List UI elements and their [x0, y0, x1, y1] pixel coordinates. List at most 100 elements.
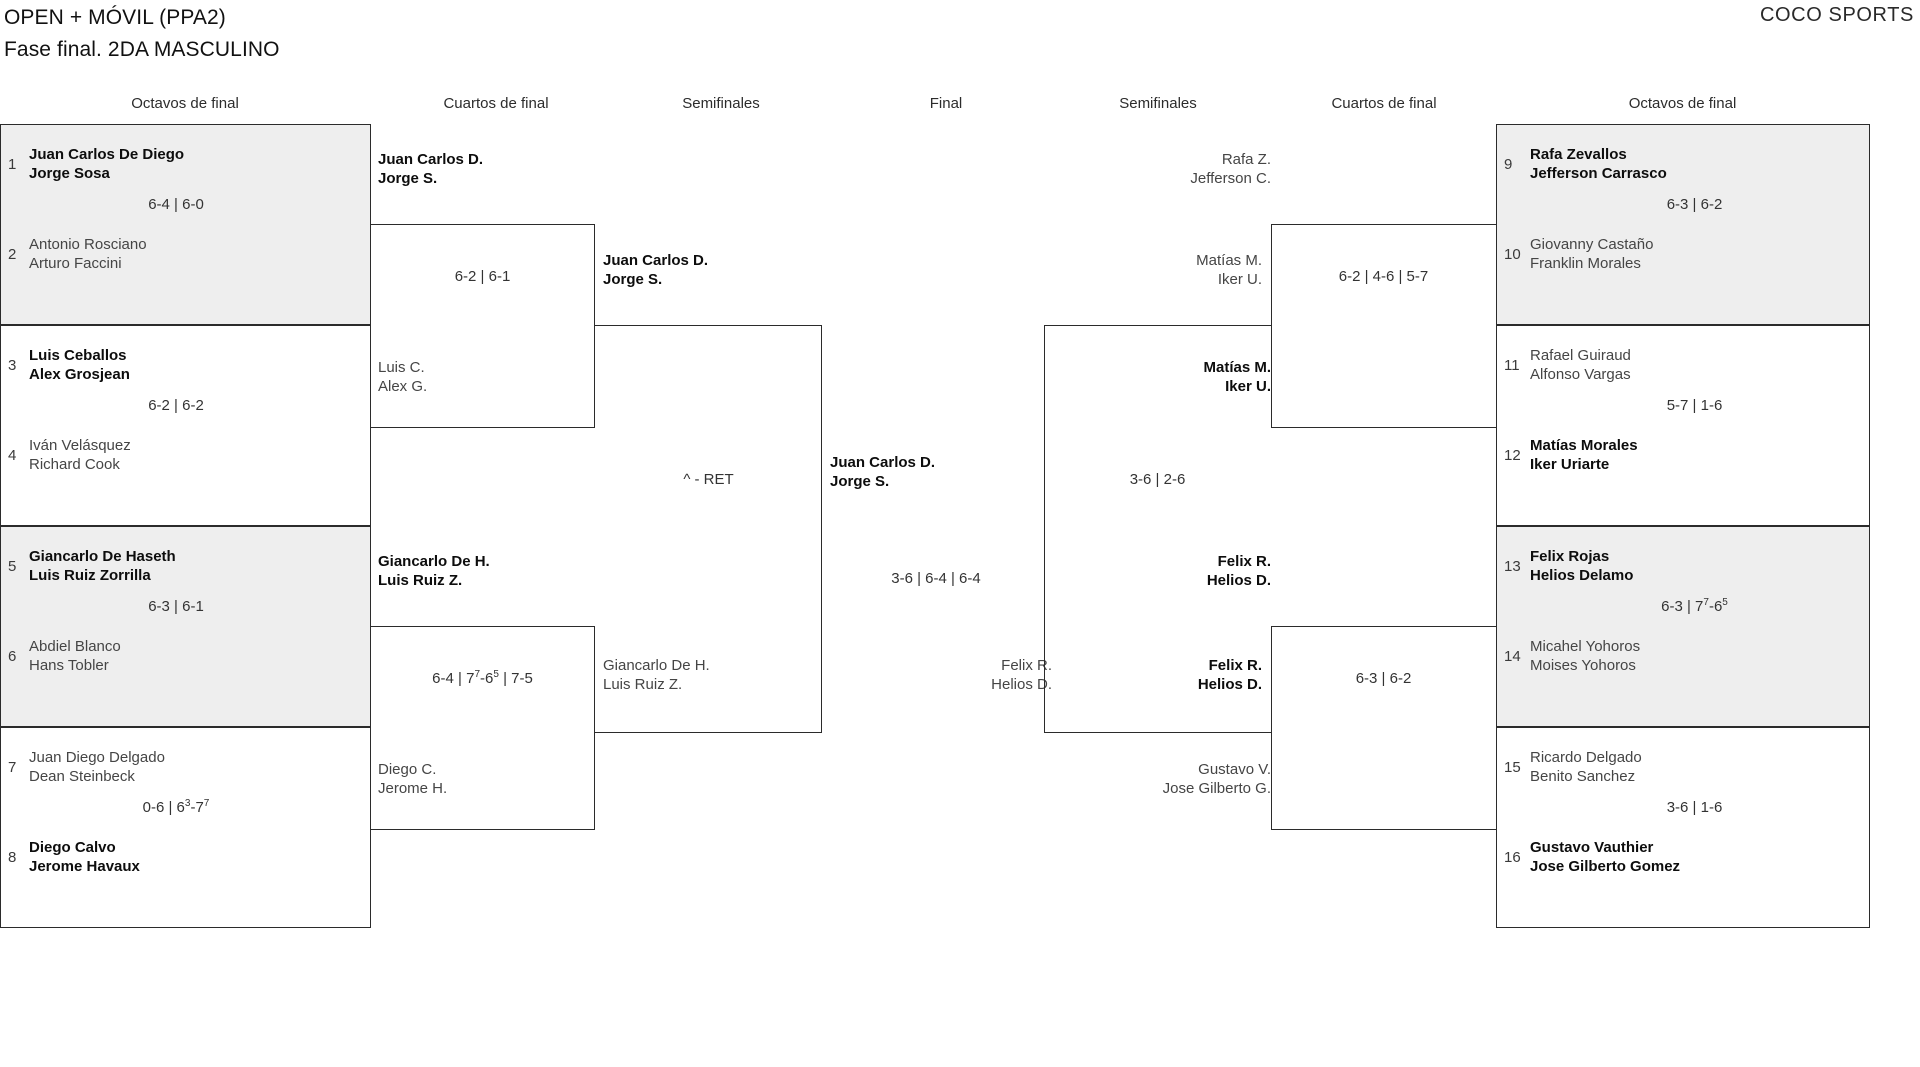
seed-number: 10	[1504, 246, 1521, 263]
team-name-loser-right-qf-1-top: Rafa Z. Jefferson C.	[1051, 150, 1271, 188]
team-name-winner-left-sf-top: Juan Carlos D. Jorge S.	[603, 251, 708, 289]
match-slot-right-r16-2[interactable]: 11 Rafael Guiraud Alfonso Vargas 5-7 | 1…	[1496, 325, 1870, 526]
player-line-1: Luis C.	[378, 359, 425, 376]
match-score-final: 3-6 | 6-4 | 6-4	[891, 570, 981, 587]
brand-logo: COCO SPORTS	[1759, 4, 1914, 26]
player-line-2: Helios D.	[1206, 572, 1271, 589]
team-name-loser-final-bottom: Felix R. Helios D.	[832, 656, 1052, 694]
team-name-loser-left-qf-1-bottom: Luis C. Alex G.	[378, 358, 427, 396]
team-name-winner: Matías Morales Iker Uriarte	[1530, 436, 1638, 474]
match-score: 6-4 | 6-0	[148, 196, 204, 213]
match-frame-left-qf-1[interactable]	[370, 224, 595, 428]
player-line-1: Felix R.	[1208, 657, 1262, 674]
player-line-2: Helios D.	[991, 676, 1052, 693]
player-line-2: Jose Gilberto G.	[1162, 780, 1271, 797]
player-line-1: Felix R.	[1217, 553, 1271, 570]
player-line-1: Gustavo V.	[1198, 761, 1271, 778]
team-name-winner: Felix Rojas Helios Delamo	[1530, 547, 1633, 585]
seed-number: 3	[8, 357, 17, 374]
team-name-winner-final-top: Juan Carlos D. Jorge S.	[830, 453, 935, 491]
match-slot-right-r16-4[interactable]: 15 Ricardo Delgado Benito Sanchez 3-6 | …	[1496, 727, 1870, 928]
player-line-2: Franklin Morales	[1530, 255, 1641, 272]
player-line-2: Jorge Sosa	[29, 165, 110, 182]
page-title: OPEN + MÓVIL (PPA2) Fase final. 2DA MASC…	[4, 2, 280, 66]
seed-number: 14	[1504, 648, 1521, 665]
player-line-2: Helios D.	[1197, 676, 1262, 693]
player-line-1: Juan Carlos D.	[603, 252, 709, 269]
team-name-loser: Ricardo Delgado Benito Sanchez	[1530, 748, 1642, 786]
round-header-right-qf: Cuartos de final	[1331, 95, 1437, 112]
player-line-1: Giancarlo De H.	[378, 553, 490, 570]
team-name-winner: Rafa Zevallos Jefferson Carrasco	[1530, 145, 1667, 183]
player-line-1: Antonio Rosciano	[29, 236, 147, 253]
title-line-1: OPEN + MÓVIL (PPA2)	[4, 6, 226, 29]
player-line-2: Jerome H.	[378, 780, 448, 797]
player-line-1: Micahel Yohoros	[1530, 638, 1641, 655]
team-name-loser: Rafael Guiraud Alfonso Vargas	[1530, 346, 1631, 384]
player-line-1: Felix Rojas	[1530, 548, 1610, 565]
match-score-left-qf-1: 6-2 | 6-1	[454, 268, 511, 285]
team-name-winner-right-sf-bottom: Felix R. Helios D.	[1042, 656, 1262, 694]
match-slot-left-r16-3[interactable]: 5 Giancarlo De Haseth Luis Ruiz Zorrilla…	[0, 526, 371, 727]
team-name-winner: Juan Carlos De Diego Jorge Sosa	[29, 145, 184, 183]
player-line-2: Luis Ruiz Z.	[378, 572, 463, 589]
team-name-winner-left-qf-1-top: Juan Carlos D. Jorge S.	[378, 150, 483, 188]
player-line-2: Arturo Faccini	[29, 255, 122, 272]
round-header-right-sf: Semifinales	[1119, 95, 1197, 112]
player-line-1: Iván Velásquez	[29, 437, 131, 454]
player-line-2: Jefferson C.	[1190, 170, 1271, 187]
match-score: 5-7 | 1-6	[1666, 397, 1723, 414]
match-score-right-sf: 3-6 | 2-6	[1129, 471, 1186, 488]
player-line-2: Iker U.	[1225, 378, 1271, 395]
team-name-winner-left-qf-2-top: Giancarlo De H. Luis Ruiz Z.	[378, 552, 490, 590]
player-line-2: Moises Yohoros	[1530, 657, 1636, 674]
player-line-1: Rafael Guiraud	[1530, 347, 1631, 364]
player-line-1: Ricardo Delgado	[1530, 749, 1642, 766]
team-name-winner: Gustavo Vauthier Jose Gilberto Gomez	[1530, 838, 1680, 876]
team-name-loser: Giovanny Castaño Franklin Morales	[1530, 235, 1653, 273]
player-line-1: Abdiel Blanco	[29, 638, 121, 655]
match-frame-right-qf-2[interactable]	[1271, 626, 1496, 830]
match-slot-right-r16-3[interactable]: 13 Felix Rojas Helios Delamo 6-3 | 77-65…	[1496, 526, 1870, 727]
match-slot-right-r16-1[interactable]: 9 Rafa Zevallos Jefferson Carrasco 6-3 |…	[1496, 124, 1870, 325]
seed-number: 11	[1504, 357, 1520, 374]
player-line-1: Juan Diego Delgado	[29, 749, 165, 766]
player-line-1: Luis Ceballos	[29, 347, 127, 364]
player-line-2: Jefferson Carrasco	[1530, 165, 1667, 182]
player-line-2: Jorge S.	[603, 271, 663, 288]
team-name-loser: Antonio Rosciano Arturo Faccini	[29, 235, 147, 273]
player-line-2: Jorge S.	[830, 473, 890, 490]
match-score: 6-3 | 6-1	[148, 598, 204, 615]
team-name-loser-right-qf-2-bottom: Gustavo V. Jose Gilberto G.	[1051, 760, 1271, 798]
round-header-left-sf: Semifinales	[682, 95, 760, 112]
team-name-winner: Diego Calvo Jerome Havaux	[29, 838, 140, 876]
title-line-2: Fase final. 2DA MASCULINO	[4, 38, 280, 61]
team-name-loser-left-qf-2-bottom: Diego C. Jerome H.	[378, 760, 447, 798]
match-slot-left-r16-1[interactable]: 1 Juan Carlos De Diego Jorge Sosa 6-4 | …	[0, 124, 371, 325]
player-line-2: Hans Tobler	[29, 657, 109, 674]
player-line-2: Iker U.	[1217, 271, 1262, 288]
round-header-final: Final	[929, 95, 963, 112]
match-slot-left-r16-2[interactable]: 3 Luis Ceballos Alex Grosjean 6-2 | 6-2 …	[0, 325, 371, 526]
match-score: 3-6 | 1-6	[1666, 799, 1723, 816]
seed-number: 13	[1504, 558, 1521, 575]
match-frame-left-sf[interactable]	[595, 325, 822, 733]
team-name-loser: Juan Diego Delgado Dean Steinbeck	[29, 748, 165, 786]
seed-number: 7	[8, 759, 17, 776]
match-score-right-qf-2: 6-3 | 6-2	[1355, 670, 1412, 687]
seed-number: 15	[1504, 759, 1521, 776]
player-line-1: Matías M.	[1203, 359, 1271, 376]
seed-number: 9	[1504, 156, 1513, 173]
match-slot-left-r16-4[interactable]: 7 Juan Diego Delgado Dean Steinbeck 0-6 …	[0, 727, 371, 928]
match-frame-right-sf[interactable]	[1044, 325, 1271, 733]
match-frame-right-qf-1[interactable]	[1271, 224, 1496, 428]
player-line-2: Helios Delamo	[1530, 567, 1634, 584]
player-line-2: Dean Steinbeck	[29, 768, 135, 785]
match-frame-left-qf-2[interactable]	[370, 626, 595, 830]
player-line-2: Benito Sanchez	[1530, 768, 1636, 785]
seed-number: 5	[8, 558, 17, 575]
player-line-1: Juan Carlos D.	[830, 454, 936, 471]
team-name-loser-right-sf-top: Matías M. Iker U.	[1042, 251, 1262, 289]
seed-number: 12	[1504, 447, 1521, 464]
match-score-left-sf: ^ - RET	[683, 471, 734, 488]
